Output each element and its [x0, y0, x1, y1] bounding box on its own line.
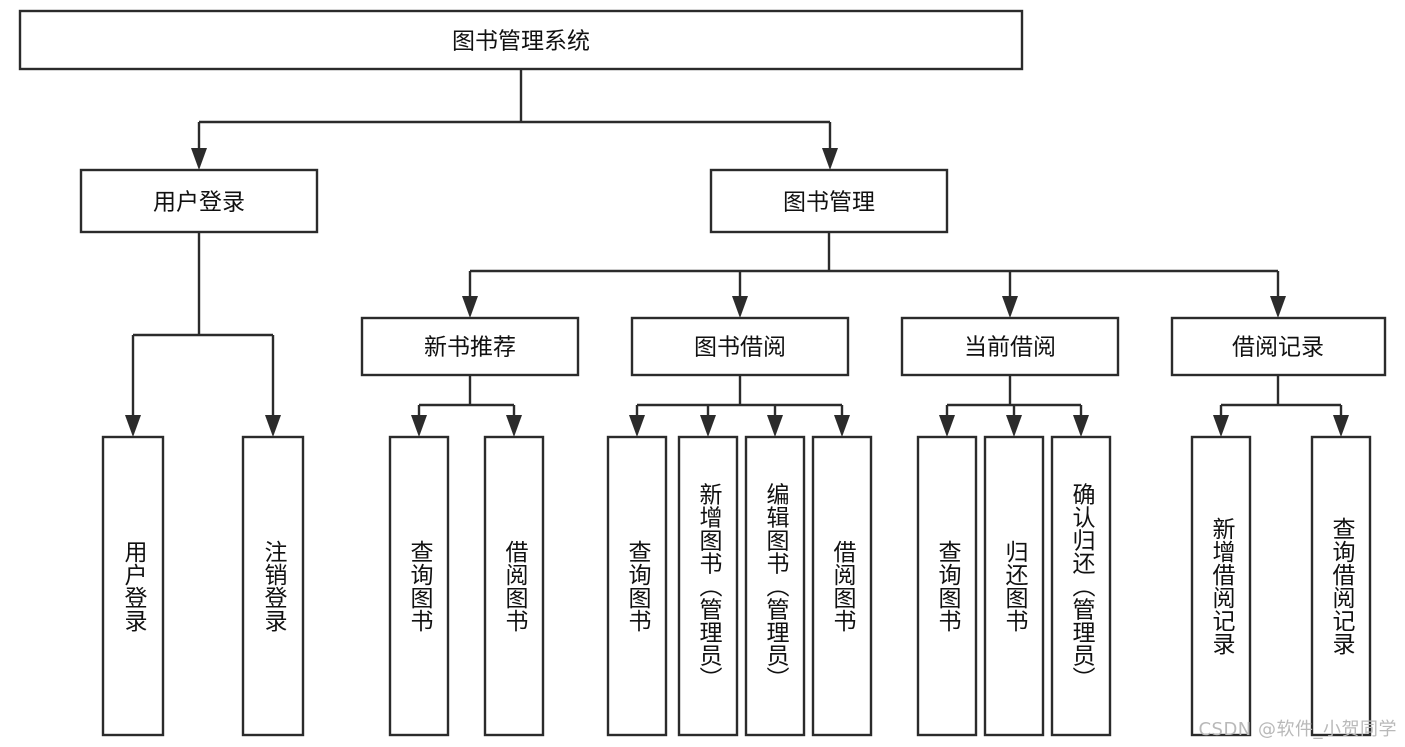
- node-book-borrow-label: 图书借阅: [694, 335, 786, 361]
- node-new-book-recommend-label: 新书推荐: [424, 335, 516, 361]
- connector-bookmanage-to-level2: [468, 232, 1280, 304]
- arrow-to-book-manage: [822, 148, 838, 170]
- node-leaf-query-book-3[interactable]: 查询图书: [916, 435, 978, 737]
- node-leaf-query-book-1-label: 查询图书: [406, 540, 434, 632]
- arrow-to-new-book-recommend: [462, 296, 478, 318]
- connector-borrowrecord-to-leaves: [1219, 375, 1343, 423]
- node-leaf-return-book-box[interactable]: [983, 435, 1045, 737]
- arrow-to-leaf-query-book-3: [939, 415, 955, 437]
- node-leaf-query-book-2-box[interactable]: [606, 435, 668, 737]
- csdn-watermark: CSDN @软件_小贺同学: [1198, 719, 1397, 740]
- arrow-to-leaf-borrow-book-2: [834, 415, 850, 437]
- node-borrow-record[interactable]: 借阅记录: [1170, 316, 1387, 377]
- node-leaf-user-logout-box[interactable]: [241, 435, 305, 737]
- node-current-borrow-label: 当前借阅: [964, 335, 1056, 361]
- node-leaf-add-book-box[interactable]: [677, 435, 739, 737]
- node-leaf-borrow-book-2[interactable]: 借阅图书: [811, 435, 873, 737]
- node-user-login-label: 用户登录: [153, 190, 245, 216]
- node-leaf-user-login-box[interactable]: [101, 435, 165, 737]
- node-leaf-query-book-2[interactable]: 查询图书: [606, 435, 668, 737]
- node-book-manage[interactable]: 图书管理: [709, 168, 949, 234]
- node-leaf-user-login[interactable]: 用户登录: [101, 435, 165, 737]
- node-leaf-query-record[interactable]: 查询借阅记录: [1310, 435, 1372, 737]
- node-borrow-record-box[interactable]: [1170, 316, 1387, 377]
- node-leaf-add-book[interactable]: 新增图书（管理员）: [677, 435, 739, 737]
- node-leaf-return-book[interactable]: 归还图书: [983, 435, 1045, 737]
- node-leaf-add-record-box[interactable]: [1190, 435, 1252, 737]
- node-leaf-user-logout[interactable]: 注销登录: [241, 435, 305, 737]
- node-book-borrow-box[interactable]: [630, 316, 850, 377]
- node-book-borrow[interactable]: 图书借阅: [630, 316, 850, 377]
- arrow-to-user-login: [191, 148, 207, 170]
- connector-newbook-to-leaves: [417, 375, 516, 423]
- node-book-manage-label: 图书管理: [783, 190, 875, 216]
- node-leaf-query-book-1[interactable]: 查询图书: [388, 435, 450, 737]
- node-leaf-edit-book[interactable]: 编辑图书（管理员）: [744, 435, 806, 737]
- node-leaf-query-record-label: 查询借阅记录: [1328, 517, 1356, 655]
- node-root-box[interactable]: [18, 9, 1024, 71]
- node-leaf-return-book-label: 归还图书: [1001, 540, 1029, 632]
- arrow-to-book-borrow: [732, 296, 748, 318]
- arrow-to-leaf-add-record: [1213, 415, 1229, 437]
- arrow-to-leaf-user-login: [125, 415, 141, 437]
- node-leaf-query-book-3-box[interactable]: [916, 435, 978, 737]
- arrow-to-leaf-borrow-book-1: [506, 415, 522, 437]
- arrow-to-leaf-query-book-1: [411, 415, 427, 437]
- node-new-book-recommend[interactable]: 新书推荐: [360, 316, 580, 377]
- arrow-to-borrow-record: [1270, 296, 1286, 318]
- node-leaf-confirm-return[interactable]: 确认归还（管理员）: [1050, 435, 1112, 737]
- node-root-label: 图书管理系统: [452, 29, 590, 55]
- node-leaf-query-book-3-label: 查询图书: [934, 540, 962, 632]
- arrow-to-leaf-query-book-2: [629, 415, 645, 437]
- node-leaf-query-book-1-box[interactable]: [388, 435, 450, 737]
- node-leaf-user-logout-label: 注销登录: [260, 540, 288, 632]
- node-user-login-box[interactable]: [79, 168, 319, 234]
- node-current-borrow[interactable]: 当前借阅: [900, 316, 1120, 377]
- node-leaf-add-record-label: 新增借阅记录: [1208, 517, 1236, 655]
- node-leaf-add-record[interactable]: 新增借阅记录: [1190, 435, 1252, 737]
- node-current-borrow-box[interactable]: [900, 316, 1120, 377]
- node-leaf-edit-book-label: 编辑图书（管理员）: [762, 483, 790, 690]
- node-leaf-borrow-book-1-box[interactable]: [483, 435, 545, 737]
- node-leaf-add-book-label: 新增图书（管理员）: [695, 483, 723, 690]
- node-leaf-confirm-return-label: 确认归还（管理员）: [1068, 483, 1096, 690]
- node-leaf-query-book-2-label: 查询图书: [624, 540, 652, 632]
- node-leaf-borrow-book-1-label: 借阅图书: [501, 540, 529, 632]
- arrow-to-leaf-add-book: [700, 415, 716, 437]
- node-leaf-user-login-label: 用户登录: [120, 540, 148, 632]
- connector-currentborrow-to-leaves: [945, 375, 1083, 423]
- node-leaf-borrow-book-1[interactable]: 借阅图书: [483, 435, 545, 737]
- node-leaf-confirm-return-box[interactable]: [1050, 435, 1112, 737]
- arrow-to-leaf-edit-book: [767, 415, 783, 437]
- node-book-manage-box[interactable]: [709, 168, 949, 234]
- node-root[interactable]: 图书管理系统: [18, 9, 1024, 71]
- connector-root-to-level1: [197, 69, 832, 156]
- node-new-book-recommend-box[interactable]: [360, 316, 580, 377]
- connector-layer: [125, 69, 1349, 437]
- node-leaf-borrow-book-2-label: 借阅图书: [829, 540, 857, 632]
- node-leaf-edit-book-box[interactable]: [744, 435, 806, 737]
- node-user-login[interactable]: 用户登录: [79, 168, 319, 234]
- connector-bookborrow-to-leaves: [635, 375, 844, 423]
- connector-userlogin-to-leaves: [131, 232, 275, 423]
- node-leaf-borrow-book-2-box[interactable]: [811, 435, 873, 737]
- node-borrow-record-label: 借阅记录: [1232, 335, 1324, 361]
- arrow-to-leaf-confirm-return: [1073, 415, 1089, 437]
- arrow-to-leaf-return-book: [1006, 415, 1022, 437]
- arrow-to-leaf-user-logout: [265, 415, 281, 437]
- arrow-to-leaf-query-record: [1333, 415, 1349, 437]
- arrow-to-current-borrow: [1002, 296, 1018, 318]
- node-leaf-query-record-box[interactable]: [1310, 435, 1372, 737]
